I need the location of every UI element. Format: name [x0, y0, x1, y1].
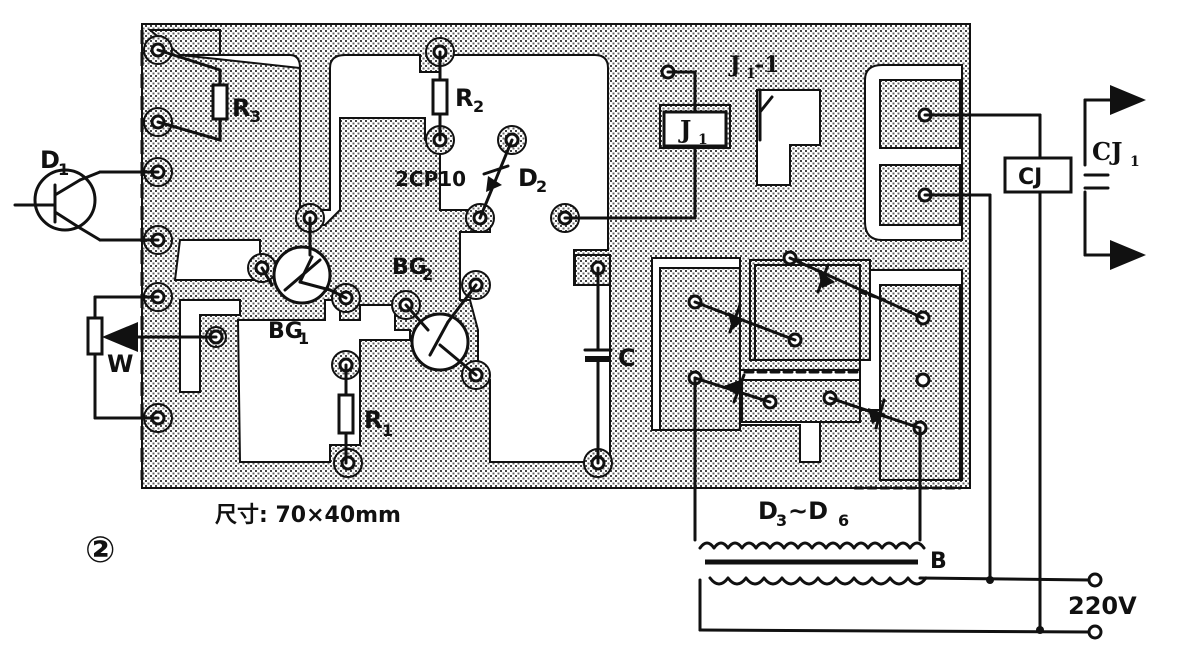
capacitor-c [583, 266, 613, 465]
label-r3: R [232, 94, 250, 122]
label-cj: CJ [1018, 165, 1042, 190]
label-bg1: BG [268, 319, 303, 344]
labels: D 1 R 3 R 2 R 1 2CP10 D 2 BG 1 BG 2 W C … [40, 52, 1140, 620]
transistor-bg1 [260, 216, 348, 305]
label-d2: D [518, 164, 538, 192]
label-r1-sub: 1 [382, 421, 393, 440]
phototransistor-d1 [13, 168, 160, 242]
label-d1: D [40, 146, 60, 174]
label-j1-sub: 1 [698, 132, 708, 148]
label-j1: J [678, 115, 691, 144]
label-d1-sub: 1 [58, 160, 69, 179]
label-board-size: 尺寸: 70×40mm [215, 503, 401, 528]
transistor-bg2 [404, 283, 478, 377]
label-cj1-sub: 1 [1130, 154, 1140, 170]
diode-d2 [478, 138, 514, 220]
label-r2-sub: 2 [473, 97, 484, 116]
label-b: B [930, 549, 947, 574]
resistor-r2 [431, 50, 449, 142]
label-2cp10: 2CP10 [395, 167, 466, 191]
resistor-r1 [337, 363, 355, 465]
relay-contact-j1-1 [758, 88, 1042, 197]
label-figure-number: ② [85, 530, 115, 571]
label-bg2: BG [392, 255, 427, 280]
label-r1: R [364, 406, 382, 434]
resistor-r3 [156, 48, 229, 142]
label-d3: D [758, 497, 778, 525]
relay-j1 [563, 70, 728, 220]
label-j1-contact-sub: 1 [746, 66, 756, 82]
transformer-b [693, 376, 1103, 640]
potentiometer-w [86, 295, 218, 420]
label-c: C [618, 344, 636, 372]
contact-cj1 [1083, 85, 1146, 270]
label-d6-sub: 6 [838, 511, 849, 530]
label-d6: ~D [788, 497, 828, 525]
bridge-rectifier [693, 256, 962, 490]
label-220v: 220V [1068, 592, 1137, 620]
relay-cj [988, 113, 1073, 632]
label-j1-contact-suffix: -1 [755, 52, 779, 78]
label-cj1: CJ [1092, 137, 1122, 166]
label-r2: R [455, 84, 473, 112]
label-d2-sub: 2 [536, 177, 547, 196]
label-bg2-sub: 2 [422, 265, 433, 284]
label-j1-contact: J [728, 52, 740, 78]
label-w: W [107, 350, 133, 378]
label-r3-sub: 3 [250, 107, 261, 126]
label-d3-sub: 3 [776, 511, 787, 530]
label-bg1-sub: 1 [298, 329, 309, 348]
